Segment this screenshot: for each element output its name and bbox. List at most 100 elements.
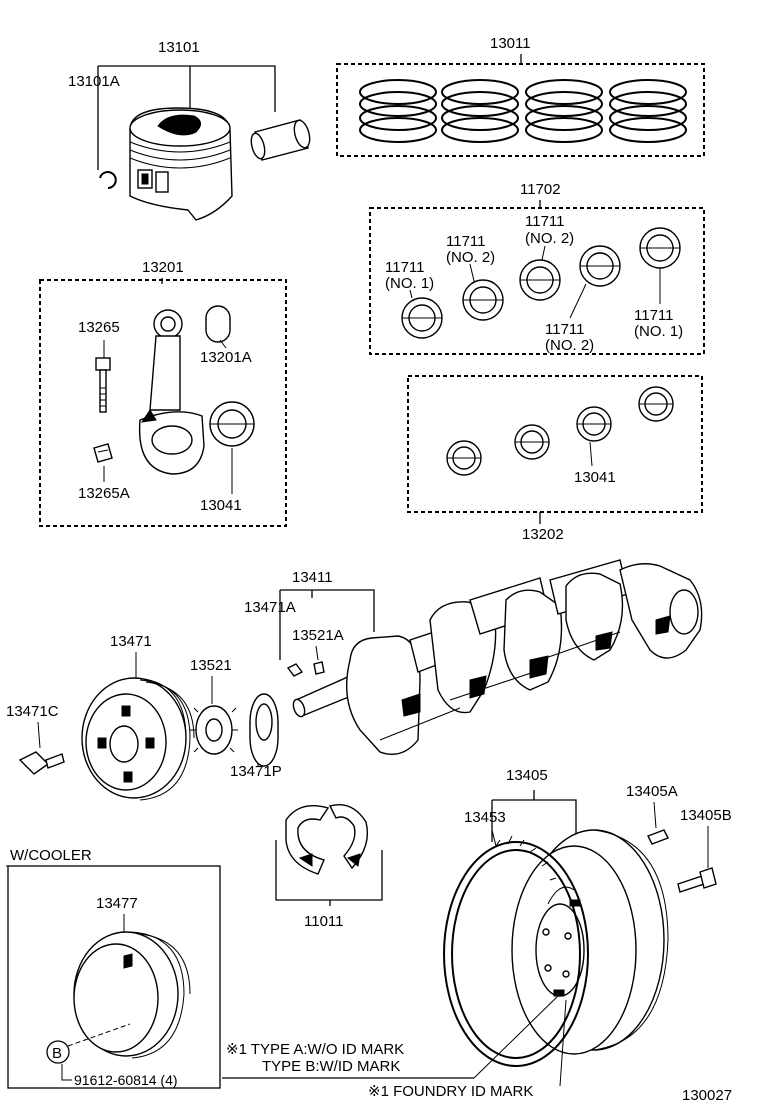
thrust-washer-1 <box>285 805 330 875</box>
cooler-label: W/COOLER <box>10 847 92 864</box>
label-13405: 13405 <box>506 767 548 784</box>
leader-13101 <box>97 65 276 170</box>
label-11011: 11011 <box>304 913 344 930</box>
flywheel-bolt <box>677 867 717 893</box>
leader-13405 <box>491 790 577 842</box>
rod-bearing-shell-3 <box>576 406 612 442</box>
flywheel <box>511 829 669 1055</box>
piston-group: 13101 13101A <box>68 39 311 221</box>
cooler-pulley <box>73 931 191 1059</box>
connecting-rod-group: 13201 13265 13201A 13265A 13041 <box>39 259 287 527</box>
ring-stack-1 <box>359 79 437 143</box>
rod-bolt <box>95 357 111 413</box>
label-13201A: 13201A <box>200 349 252 366</box>
label-13041-main: 13041 <box>574 469 616 486</box>
label-13265A: 13265A <box>78 485 130 502</box>
notes: ※1 TYPE A:W/O ID MARK TYPE B:W/ID MARK ※… <box>222 993 567 1100</box>
label-11711-no1-left-sub: (NO. 1) <box>385 275 434 292</box>
rod-bearing-shell-1 <box>446 440 482 476</box>
leader-11011 <box>275 840 383 906</box>
thrust-washer-2 <box>328 804 369 870</box>
foundry-leader <box>559 999 567 1087</box>
label-13405A: 13405A <box>626 783 678 800</box>
diagram-number: 130027 <box>682 1087 732 1104</box>
piston-pin <box>250 119 311 161</box>
label-11711-no1-right-sub: (NO. 1) <box>634 323 683 340</box>
small-end-bushing <box>205 305 231 343</box>
label-13201: 13201 <box>142 259 184 276</box>
label-13471A: 13471A <box>244 599 296 616</box>
crank-pulley-group: 13471 13471C 13521 13471P <box>6 633 282 801</box>
piston <box>129 107 233 221</box>
label-13471P: 13471P <box>230 763 282 780</box>
label-11711-no2-left-sub: (NO. 2) <box>446 249 495 266</box>
rod-bearing <box>209 401 255 447</box>
note-foundry: ※1 FOUNDRY ID MARK <box>368 1083 533 1100</box>
piston-ring-set: 13011 <box>336 35 705 157</box>
crank-timing-gear <box>190 705 238 755</box>
label-13411: 13411 <box>292 569 333 586</box>
flywheel-group: 13405 13453 13405A 13405B <box>443 767 732 1067</box>
label-13453: 13453 <box>464 809 506 826</box>
main-bearing-box <box>369 207 705 355</box>
label-13265: 13265 <box>78 319 120 336</box>
crank-spacer <box>249 693 279 767</box>
label-11711-no2-top-sub: (NO. 2) <box>525 230 574 247</box>
ring-stack-2 <box>441 79 519 143</box>
label-13041-rod: 13041 <box>200 497 242 514</box>
label-13471C: 13471C <box>6 703 59 720</box>
rod-bearing-shell-2 <box>514 424 550 460</box>
key-13471A <box>286 663 304 677</box>
label-11711-no2-bottom: 11711 <box>545 321 585 338</box>
crankshaft-group: 13411 13471A 13521A <box>244 559 703 755</box>
rod-bearing-shell-4 <box>638 386 674 422</box>
label-13477: 13477 <box>96 895 138 912</box>
snap-ring <box>99 171 117 189</box>
leader-13411 <box>279 589 375 660</box>
pulley-bolt <box>18 751 65 775</box>
flywheel-pin <box>647 829 669 845</box>
label-13521A: 13521A <box>292 627 344 644</box>
label-11711-no1-left: 11711 <box>385 259 425 276</box>
callout-b-leader <box>67 1023 131 1047</box>
label-13101: 13101 <box>158 39 200 56</box>
key-13521A <box>313 661 325 675</box>
label-13202: 13202 <box>522 526 564 543</box>
note-type-b: TYPE B:W/ID MARK <box>262 1058 400 1075</box>
label-13405B: 13405B <box>680 807 732 824</box>
ring-stack-3 <box>525 79 603 143</box>
label-13101A: 13101A <box>68 73 120 90</box>
note-leader <box>473 993 561 1079</box>
label-11711-no1-right: 11711 <box>634 307 674 324</box>
thrust-washer-group: 11011 <box>275 804 383 930</box>
callout-b-circle <box>46 1040 70 1064</box>
main-bearing-shell-3 <box>519 259 561 301</box>
rod-nut <box>93 443 113 463</box>
note-type-a: ※1 TYPE A:W/O ID MARK <box>226 1041 404 1058</box>
cooler-pulley-group: W/COOLER 13477 B 91612-60814 (4) <box>6 847 221 1089</box>
crank-pulley <box>81 677 195 801</box>
ring-stack-4 <box>609 79 687 143</box>
label-13521: 13521 <box>190 657 232 674</box>
main-bearing-shell-4 <box>579 245 621 287</box>
label-13011: 13011 <box>490 35 531 52</box>
main-bearing-set: 11702 11711 (NO. 2) 11711 (NO. 2) 11711 … <box>369 181 705 355</box>
main-bearing-shell-2 <box>462 279 504 321</box>
crankshaft <box>292 559 703 755</box>
ring-set-box <box>336 63 705 157</box>
conrod-box <box>39 279 287 527</box>
rod-bearing-box <box>407 375 703 513</box>
label-11711-no2-top: 11711 <box>525 213 565 230</box>
label-11711-no2-left: 11711 <box>446 233 486 250</box>
callout-b: B <box>52 1045 62 1062</box>
label-13471: 13471 <box>110 633 152 650</box>
cooler-box <box>7 865 221 1089</box>
rod-bearing-set: 13202 13041 <box>407 375 703 543</box>
ring-gear <box>443 835 589 1067</box>
main-bearing-shell-1 <box>401 297 443 339</box>
label-11711-no2-bottom-sub: (NO. 2) <box>545 337 594 354</box>
connecting-rod <box>138 309 205 475</box>
label-11702: 11702 <box>520 181 561 198</box>
